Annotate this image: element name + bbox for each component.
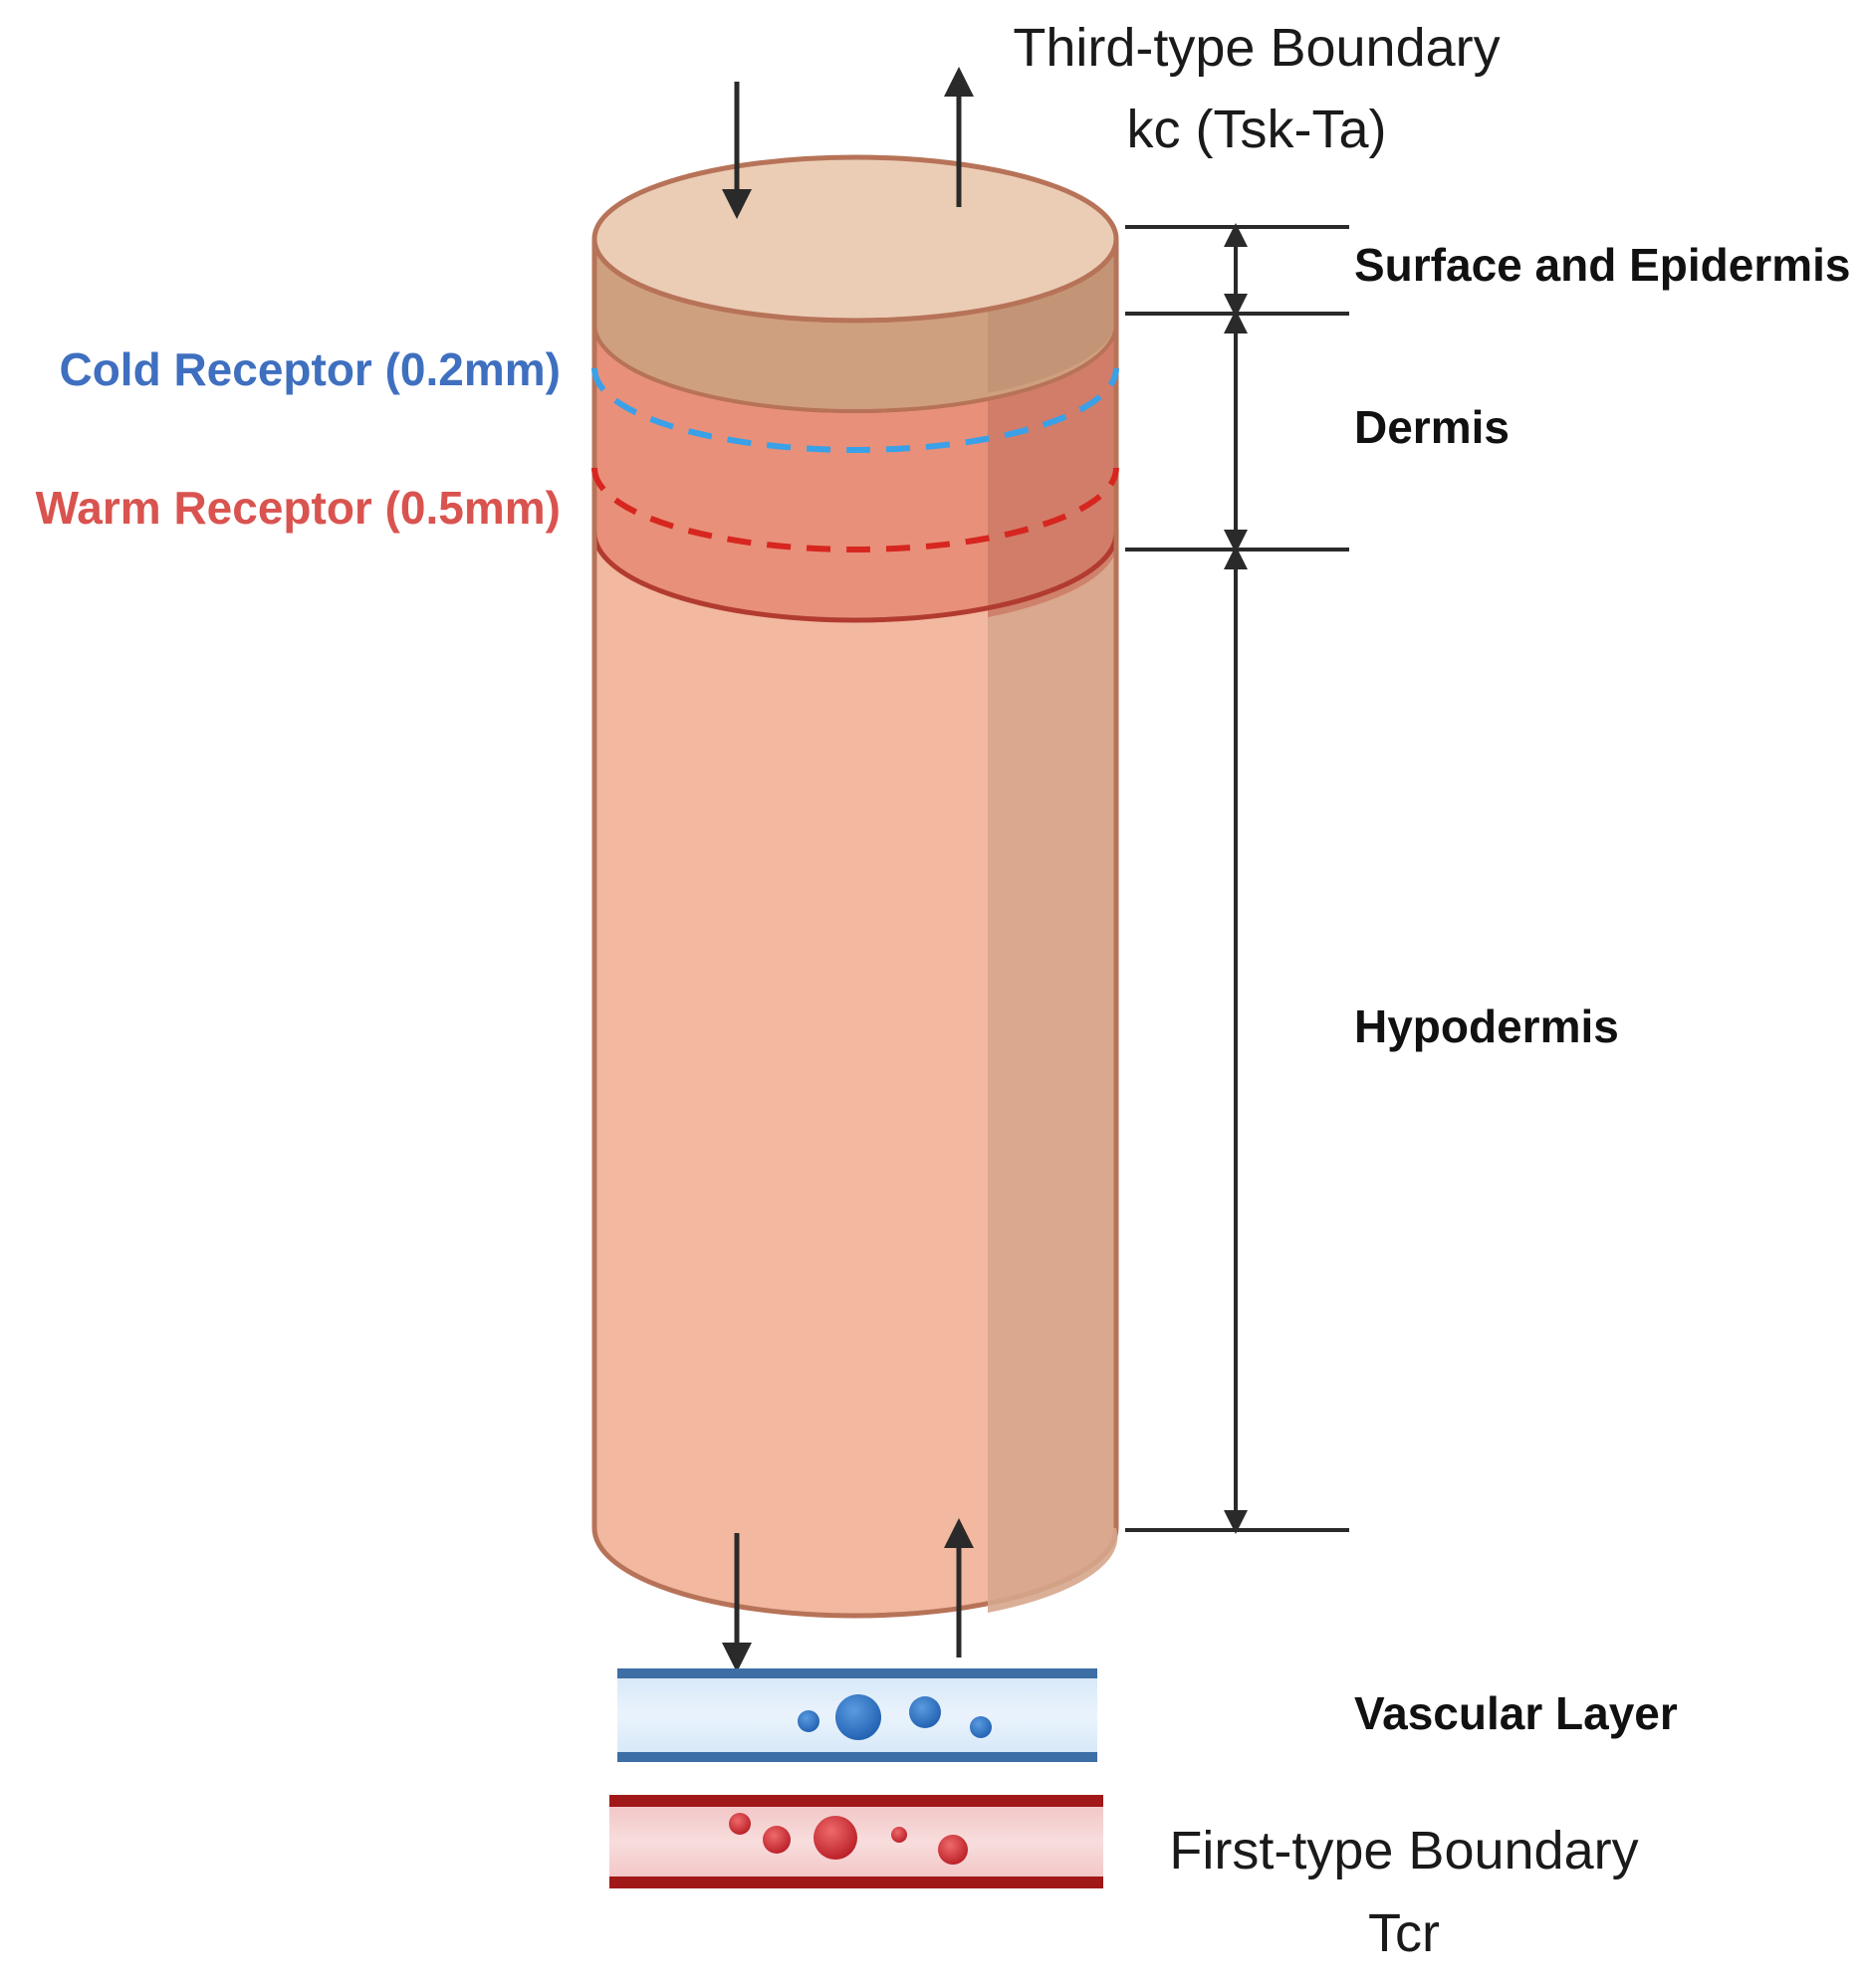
top-heat-arrows [722,67,974,219]
third-type-formula-label: kc (Tsk-Ta) [1127,100,1387,159]
artery-wall-top [609,1795,1103,1807]
vascular-layer-label: Vascular Layer [1354,1687,1678,1739]
blood-cell [891,1827,907,1843]
blood-cell [938,1835,968,1865]
blood-cell [909,1696,941,1728]
blood-cell [814,1816,857,1860]
artery-vessel [609,1795,1103,1888]
surface-epidermis-label: Surface and Epidermis [1354,239,1851,291]
cylinder-top-cap [591,154,1119,324]
artery-wall-bottom [609,1877,1103,1888]
first-type-boundary-label: First-type Boundary [1169,1821,1638,1880]
vein-wall-top [617,1668,1097,1678]
blood-cell [729,1813,751,1835]
cold-receptor-line [591,367,1119,453]
bottom-heat-arrows [722,1518,974,1672]
dermis-shading [988,324,1118,617]
skin-cylinder [591,154,1119,1619]
third-type-boundary-label: Third-type Boundary [1013,18,1500,78]
warm-receptor-label: Warm Receptor (0.5mm) [36,482,561,534]
vein-vessel [617,1668,1097,1762]
hypodermis-label: Hypodermis [1354,1000,1619,1052]
dermis-bottom-edge [591,532,1119,623]
blood-cell [763,1826,791,1854]
dermis-label: Dermis [1354,401,1510,453]
vein-wall-bottom [617,1752,1097,1762]
hypodermis-shading [988,538,1118,1613]
first-type-value-label: Tcr [1368,1903,1440,1963]
warm-receptor-line [591,467,1119,552]
blood-cell [798,1710,819,1732]
blood-cell [835,1694,881,1740]
cold-receptor-label: Cold Receptor (0.2mm) [59,343,561,395]
layer-dimension-markers [1125,223,1349,1534]
blood-cell [970,1716,992,1738]
